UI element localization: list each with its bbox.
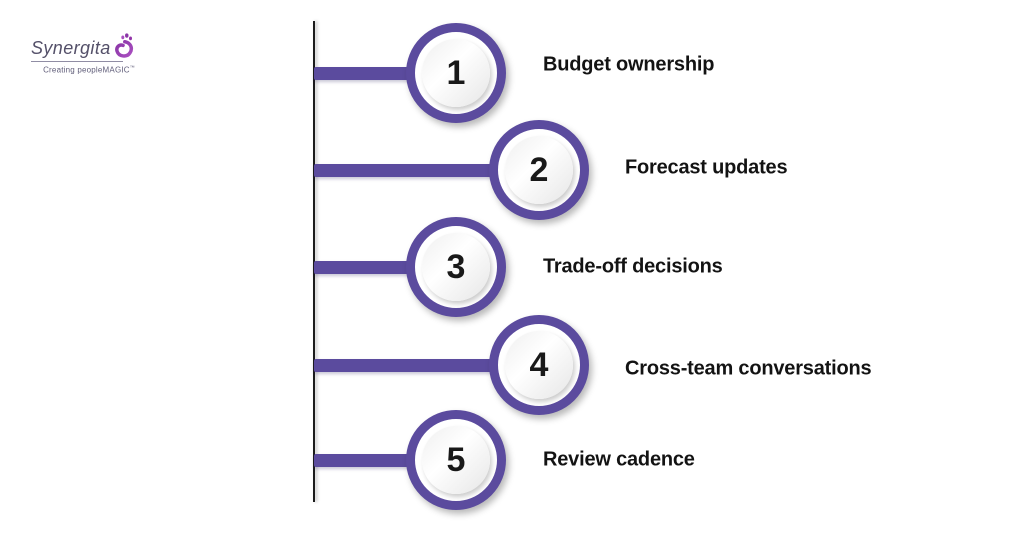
logo-tagline: Creating peopleMAGIC™ <box>31 65 135 75</box>
step-number: 2 <box>529 151 549 189</box>
step-number: 5 <box>446 441 466 479</box>
step-circle: 2 <box>489 120 589 220</box>
step-circle-inner: 4 <box>505 331 573 399</box>
step-number: 1 <box>446 54 466 92</box>
step-label: Review cadence <box>543 448 695 471</box>
step-circle: 5 <box>406 410 506 510</box>
connector-bar <box>314 358 539 372</box>
step-label: Trade-off decisions <box>543 255 723 278</box>
step-circle-inner: 3 <box>422 233 490 301</box>
swirl-flourish-icon <box>114 33 133 58</box>
step-number: 3 <box>446 248 466 286</box>
step-circle-inner: 2 <box>505 136 573 204</box>
synergita-logo: Synergita Creating peopleMAGIC™ <box>31 33 141 75</box>
step-circle: 1 <box>406 23 506 123</box>
logo-row: Synergita <box>31 33 141 59</box>
step-label: Forecast updates <box>625 156 788 179</box>
logo-underline <box>31 61 123 62</box>
connector-bar <box>314 163 539 177</box>
step-label: Budget ownership <box>543 53 715 76</box>
step-label: Cross-team conversations <box>625 357 872 380</box>
logo-wordmark: Synergita <box>31 38 111 58</box>
step-circle: 4 <box>489 315 589 415</box>
logo-tagline-text: Creating peopleMAGIC <box>43 65 130 75</box>
step-circle: 3 <box>406 217 506 317</box>
step-circle-inner: 5 <box>422 426 490 494</box>
trademark-symbol: ™ <box>129 65 135 71</box>
step-circle-inner: 1 <box>422 39 490 107</box>
step-number: 4 <box>529 346 549 384</box>
